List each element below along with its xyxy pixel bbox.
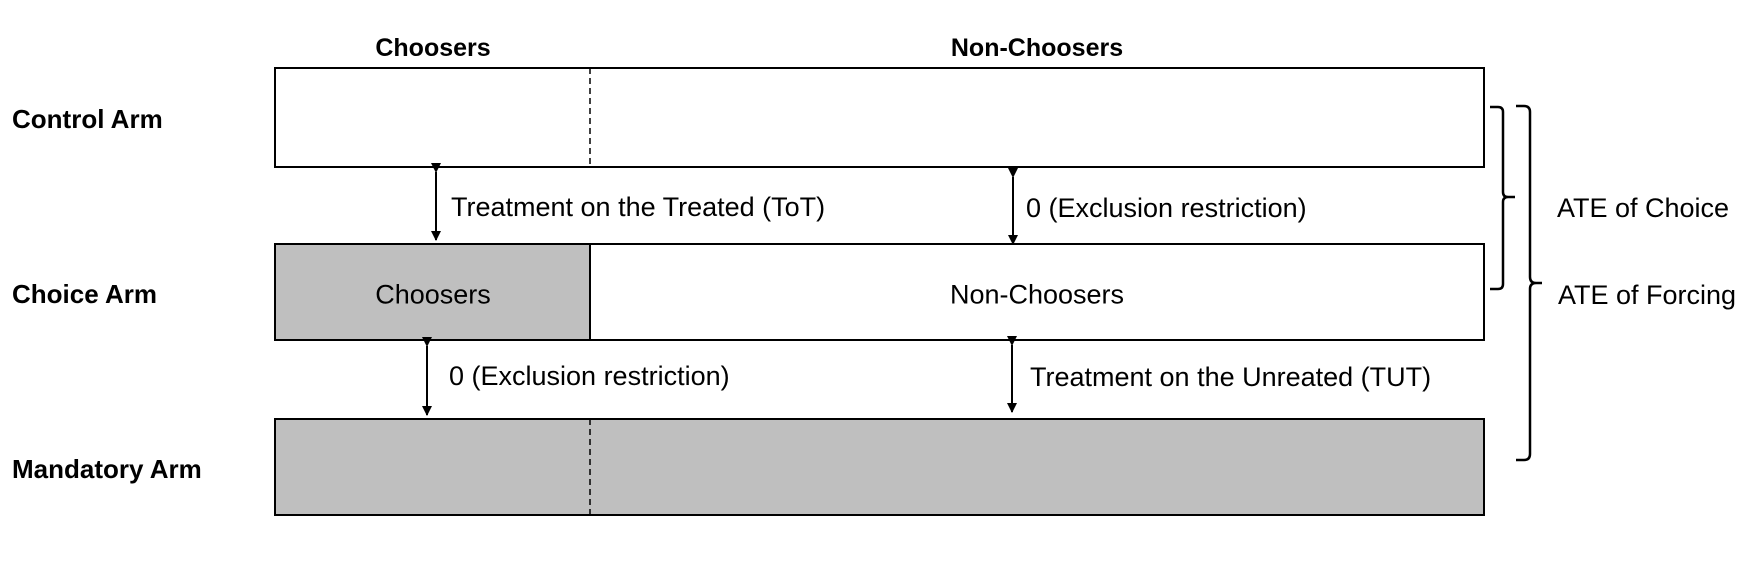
ate-choice-brace [1490,105,1515,291]
choice-arm-choosers-cell [274,243,591,341]
arm-label-mandatory: Mandatory Arm [12,454,202,484]
choice-choosers-label: Choosers [375,279,491,310]
arm-label-choice: Choice Arm [12,279,157,309]
column-header-non-choosers: Non-Choosers [950,34,1124,62]
choice-non-choosers-label: Non-Choosers [949,279,1125,310]
control-arm-bar [274,67,1485,168]
ate-forcing-label: ATE of Forcing [1558,280,1737,310]
tut-label: Treatment on the Unreated (TUT) [1030,362,1432,392]
tot-label: Treatment on the Treated (ToT) [451,192,826,222]
exclusion-bottom-label: 0 (Exclusion restriction) [449,361,730,391]
exclusion-top-label: 0 (Exclusion restriction) [1026,193,1307,223]
arm-label-control: Control Arm [12,104,163,134]
ate-forcing-brace [1516,104,1542,462]
mandatory-arm-bar [274,418,1485,516]
column-header-choosers: Choosers [375,34,491,62]
ate-choice-label: ATE of Choice [1557,193,1730,223]
